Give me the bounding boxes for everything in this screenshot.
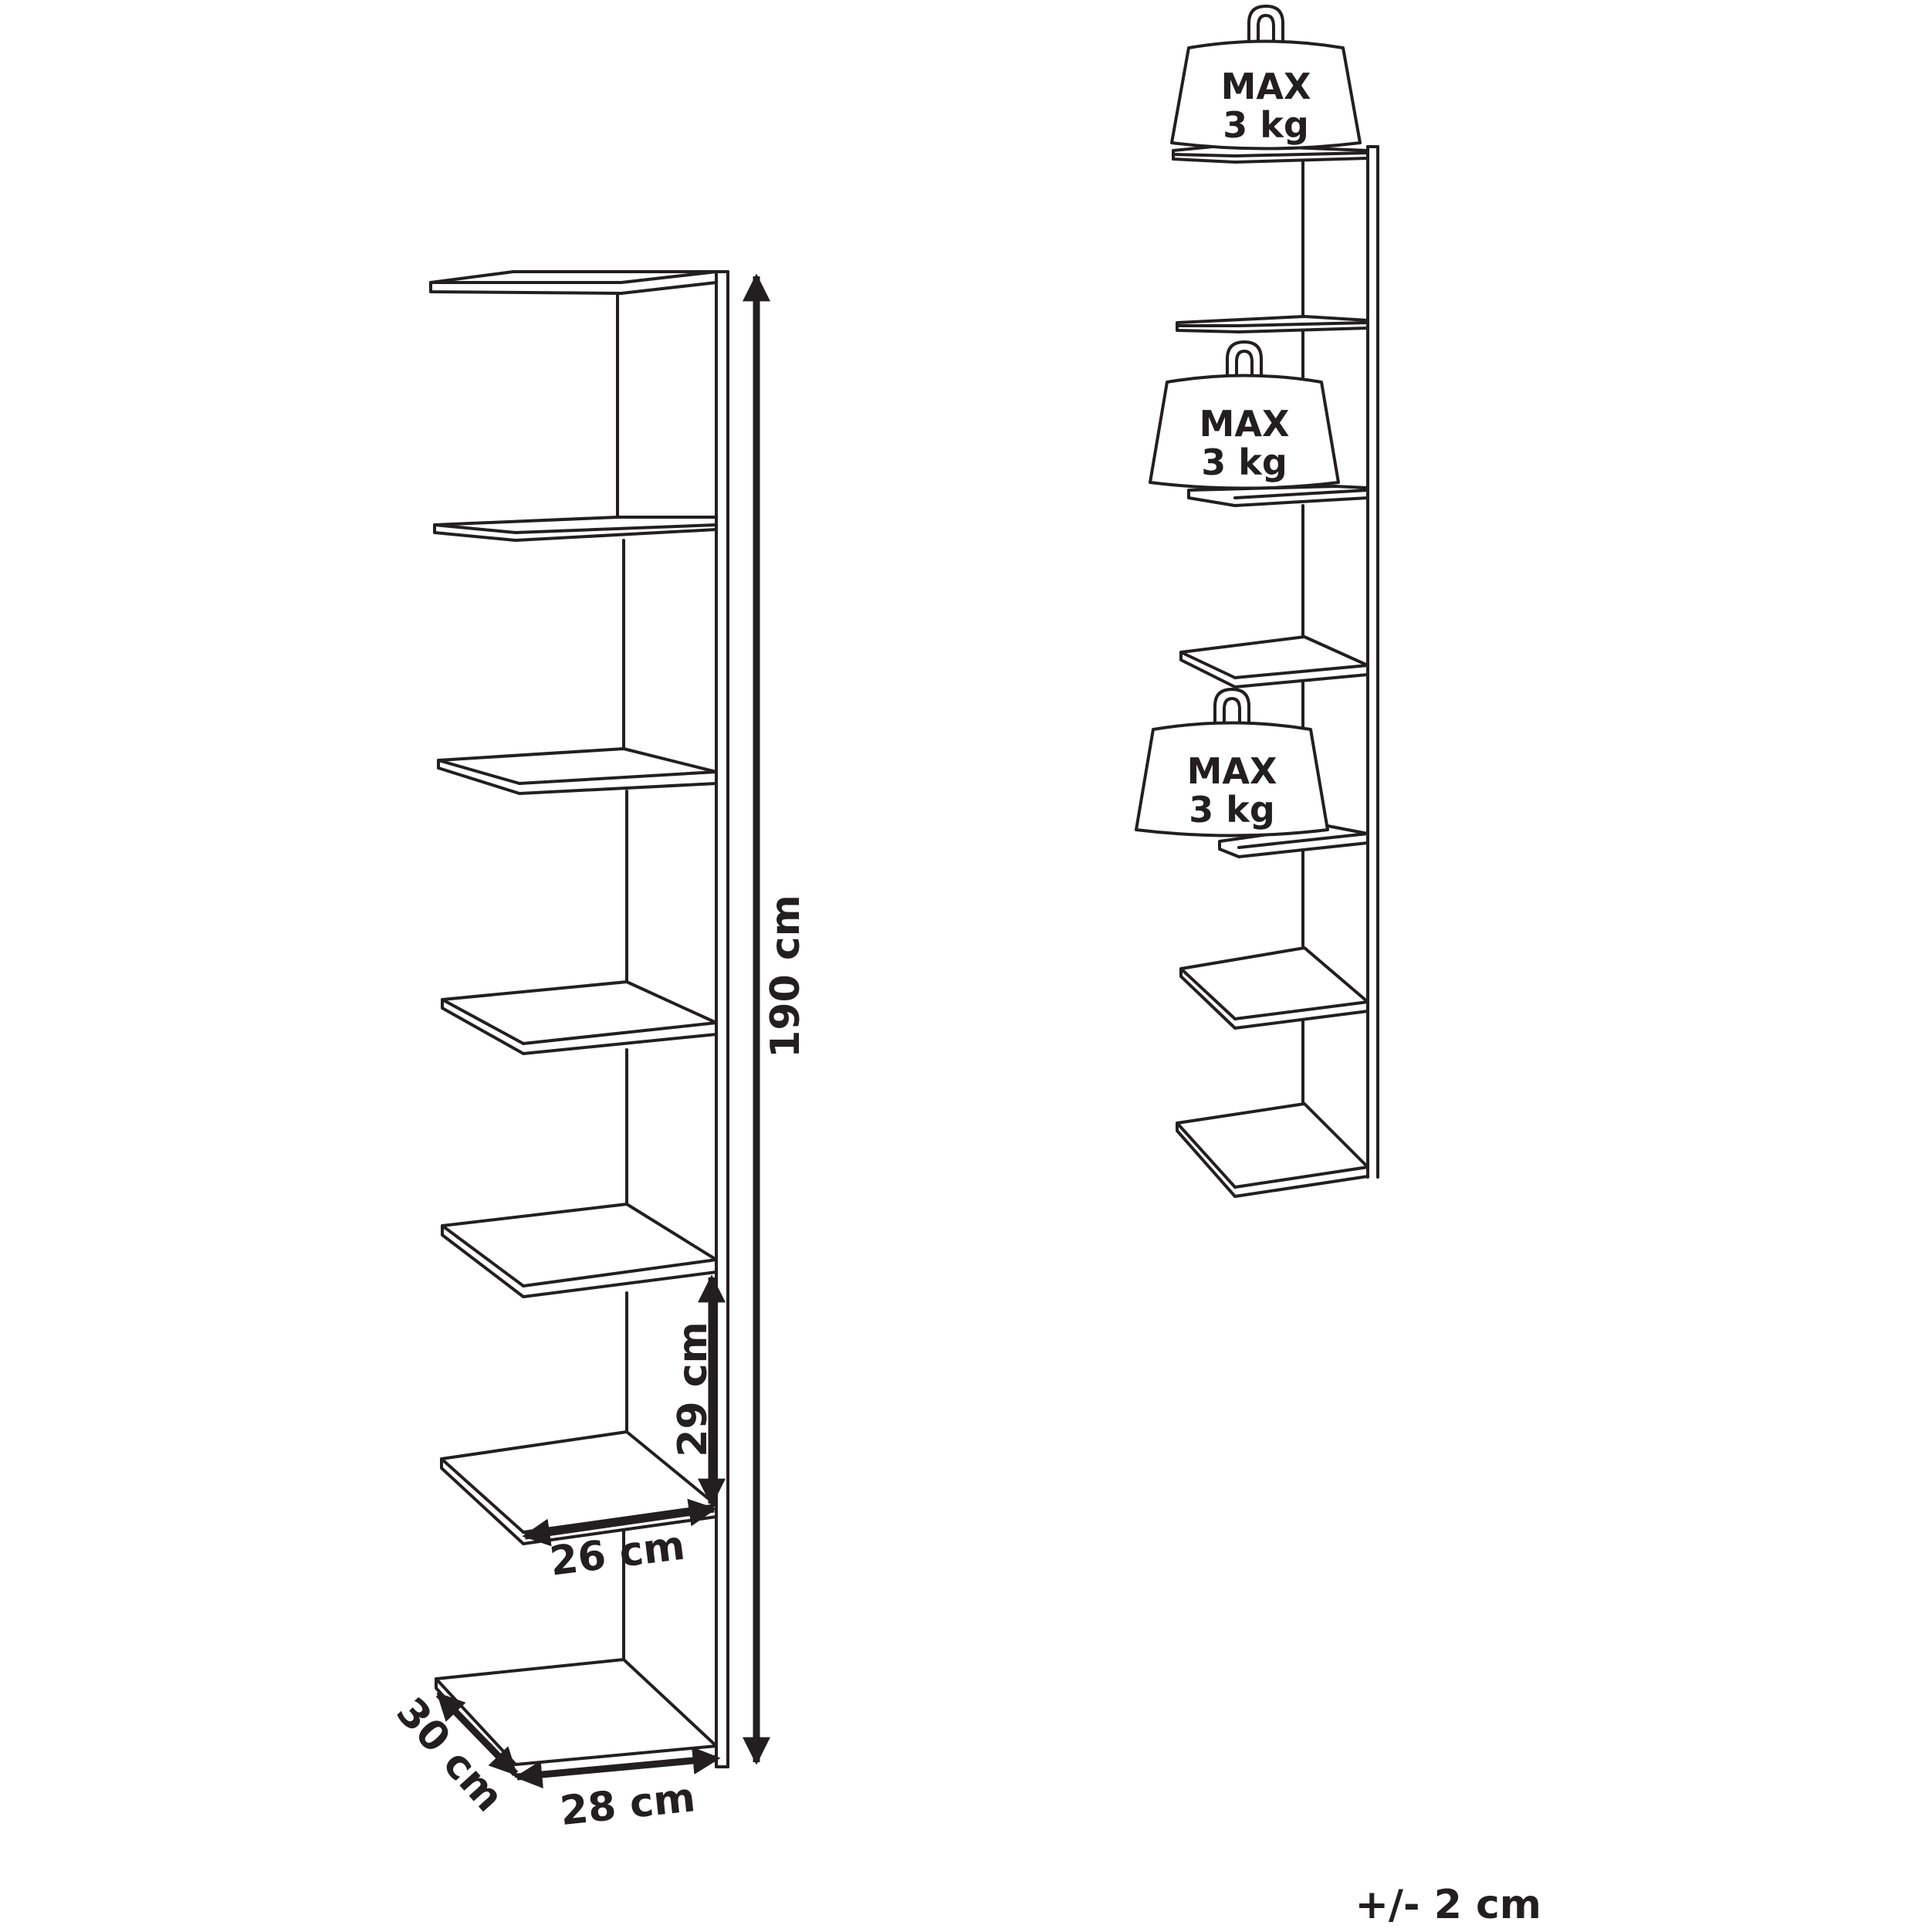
base-width-label: 28 cm (558, 1775, 698, 1835)
load-shelf-1 (1172, 144, 1369, 164)
shelf-load-view: MAX 3 kg MAX 3 kg MAX 3 kg (1135, 5, 1379, 1198)
shelf-5 (441, 1203, 718, 1298)
back-edges (616, 292, 628, 1661)
load-shelf-3 (1187, 485, 1369, 507)
load-shelf-base (1176, 1102, 1369, 1198)
weight-1: MAX 3 kg (1170, 5, 1362, 151)
weight-3-line2: 3 kg (1189, 789, 1275, 831)
spacing-label: 29 cm (670, 1321, 716, 1457)
weight-2: MAX 3 kg (1149, 340, 1340, 490)
weight-3: MAX 3 kg (1135, 688, 1329, 837)
side-panel-right (1366, 145, 1379, 1179)
weight-2-line1: MAX (1199, 403, 1290, 445)
shelf-2 (433, 516, 718, 542)
side-panel (715, 270, 729, 1768)
load-shelf-2 (1176, 315, 1369, 333)
tolerance-note: +/- 2 cm (1355, 1882, 1541, 1928)
shelf-1 (429, 270, 718, 295)
dimension-height: 190 cm (743, 273, 809, 1765)
weight-1-line1: MAX (1221, 66, 1311, 107)
load-shelf-6 (1179, 946, 1369, 1030)
weight-1-line2: 3 kg (1223, 104, 1309, 146)
load-shelf-4 (1179, 635, 1369, 689)
height-label: 190 cm (763, 895, 809, 1058)
shelf-4 (441, 980, 718, 1055)
weight-3-line1: MAX (1187, 750, 1277, 792)
weight-2-line2: 3 kg (1201, 442, 1287, 483)
dimension-spacing: 29 cm (670, 1274, 726, 1507)
shelf-3 (437, 747, 718, 795)
